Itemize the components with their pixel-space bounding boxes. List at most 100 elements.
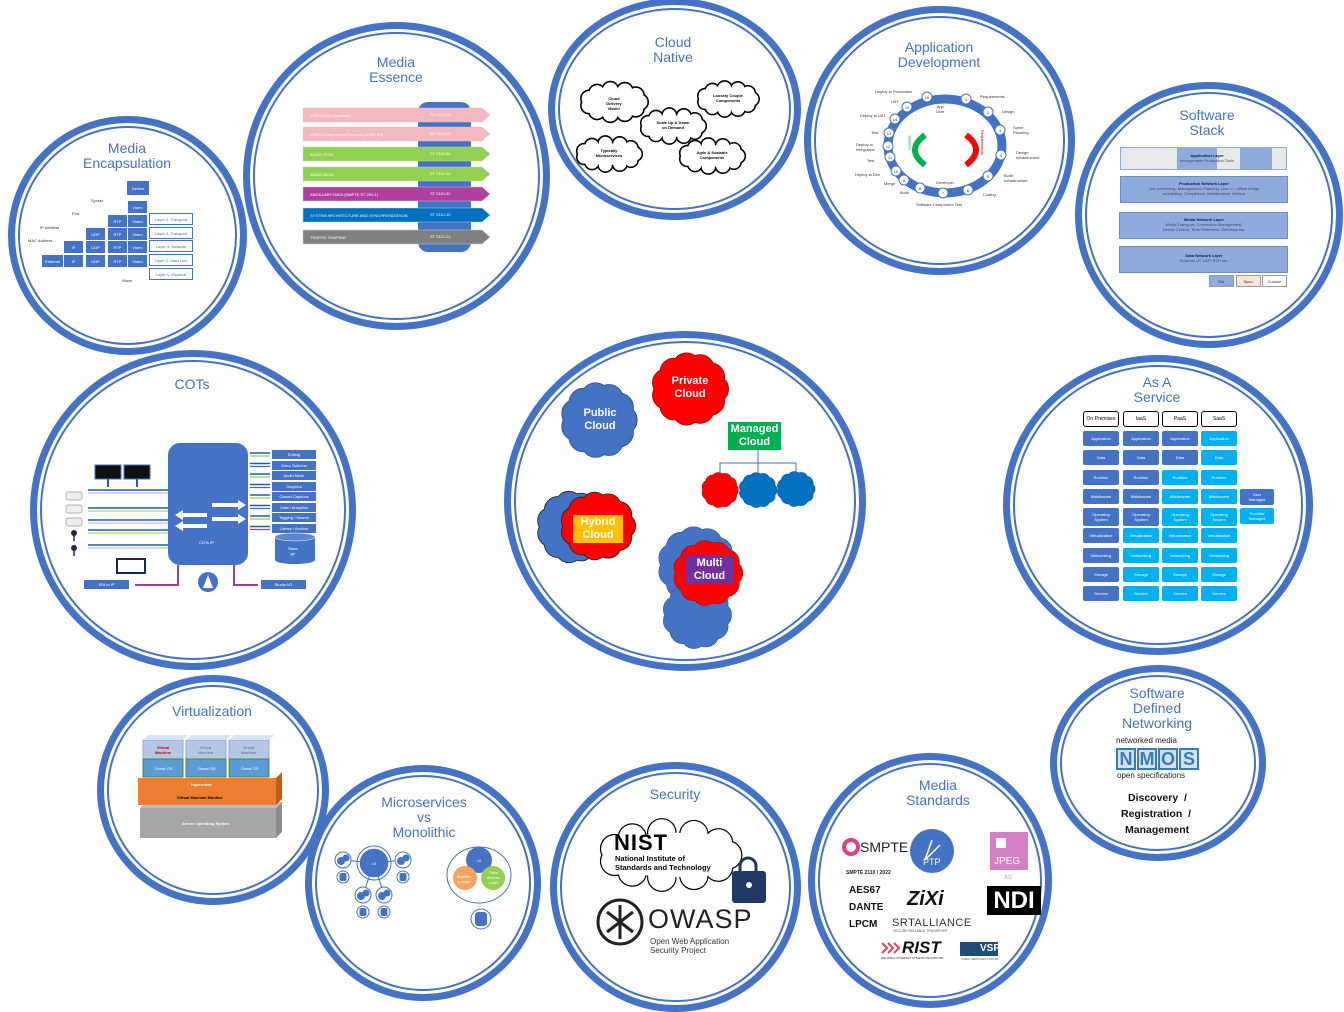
service-layer-cell: Runtime (1162, 470, 1198, 485)
guest-os-label: Guest OS (155, 766, 173, 771)
step-number: 3 (998, 127, 1002, 133)
layer-label: Layer 4, Transport (149, 227, 193, 239)
stack-layer-desc: Job scheduling, Management, Planning, Li… (1148, 186, 1260, 196)
cloud-lobe (624, 141, 638, 155)
data-access-node (481, 866, 505, 890)
cloud-native-cloud (697, 80, 760, 118)
cloud-lobe (716, 159, 730, 173)
service-layer-cell: Networking (1083, 548, 1119, 563)
stack-layer-name: Data Network Layer (1185, 253, 1223, 258)
cloud-lobe (761, 477, 775, 491)
database-icon (339, 873, 347, 881)
step-number-circle (889, 113, 901, 125)
storage-body (275, 537, 315, 560)
service-layer-cell: Middleware (1123, 489, 1159, 504)
cots-function: Audio Mixer (272, 471, 316, 480)
nmos-letter: S (1179, 748, 1199, 770)
ptp-arrows (924, 839, 941, 861)
cloud-lobe (704, 853, 733, 881)
cloud-lobe (680, 821, 708, 849)
cloud-lobe (585, 139, 599, 153)
service-layer-cell: Data (1083, 450, 1119, 465)
hypervisor-layer (138, 778, 276, 805)
service-layer-cell: Virtualization (1123, 528, 1159, 543)
essence-arrow (302, 207, 491, 223)
media-essence-title: Media Essence (369, 54, 423, 85)
cots-function: Editing (272, 450, 316, 459)
step-number-circle (883, 127, 895, 139)
audio-standard: DANTE (849, 902, 884, 913)
nist-logo: NIST (614, 830, 669, 855)
cots-title: COTs (174, 376, 210, 392)
step-number-circle (995, 149, 1007, 161)
protocol-annotation: Syntax (91, 198, 104, 203)
cloud-lobe (649, 111, 663, 125)
service-model-header: On Premises (1083, 411, 1119, 427)
cloud-native-label: Loosely Couple Components (713, 93, 743, 103)
cloud-lobe (688, 125, 702, 139)
essence-label: ANCILLARY DATA (SMPTE ST 291-1) (310, 192, 379, 197)
layer-label: Layer 3, Network (149, 240, 193, 252)
business-logic-node (453, 866, 477, 890)
cloud-lobe (648, 819, 676, 847)
app-layer-cell (1177, 147, 1217, 170)
step-number-circle (960, 93, 972, 105)
audio-standard: AES67 (849, 885, 881, 896)
vm-label: Virtual Machine (241, 745, 257, 755)
app-dev-title: Application Development (897, 39, 981, 70)
step-number-circle (994, 124, 1006, 136)
step-number-circle (914, 182, 926, 194)
cloud-lobe (718, 81, 732, 95)
rtp-box: RTP (108, 241, 127, 253)
udp-box: UDP (86, 241, 105, 253)
video-box: Video (128, 228, 147, 240)
step-number-circle (982, 106, 994, 118)
cloud-lobe (718, 103, 732, 117)
step-number-circle (890, 165, 902, 177)
studio-io-label: Studio I/O (261, 580, 306, 589)
developer-label: Developer (936, 180, 955, 185)
protocol-annotation: Wave (122, 278, 133, 283)
ethernet-box: Ethernet (42, 255, 63, 267)
cloud-native-label: Cloud Delivery Model (606, 96, 622, 111)
rist-logo: RIST (902, 938, 941, 957)
cloud-lobe (688, 113, 702, 127)
service-layer-cell: Virtualization (1201, 528, 1237, 543)
ptp-circle (910, 829, 954, 873)
st2110-label: ST 2110-40 (430, 191, 451, 196)
stack-layer-desc: Interoperable Production Tools (1179, 158, 1235, 163)
service-layer-cell: Networking (1123, 548, 1159, 563)
cloud-lobe (741, 86, 755, 100)
virtualization-title: Virtualization (172, 703, 252, 719)
owasp-logo: OWASP (648, 904, 753, 934)
cots-function: Closed Captions (272, 492, 316, 501)
service-layer-cell: Application (1201, 431, 1237, 446)
server-os-layer (140, 808, 276, 838)
step-label: Build Infrastructure (1004, 173, 1028, 183)
protocol-annotation: Port (72, 211, 80, 216)
software-stack-title: Software Stack (1179, 107, 1235, 138)
cloud-lobe (617, 105, 633, 121)
business-logic-label: Busines s Logic (457, 874, 472, 884)
service-layer-cell: Virtualization (1083, 528, 1119, 543)
nist-cloud (599, 818, 743, 892)
router-glyph (203, 575, 213, 588)
step-label: Sprint Planning (1013, 125, 1029, 135)
nmos-letter: M (1137, 748, 1157, 770)
step-label: Deploy at UAT (860, 113, 886, 118)
monolith-db-icon (475, 912, 487, 926)
cloud-lobe (688, 141, 702, 155)
camera-icon (65, 504, 83, 514)
step-label: Deploy to Dev (855, 172, 881, 177)
cloud-native-cloud (580, 80, 650, 124)
requirements-arrow (964, 132, 979, 168)
video-box: Video (128, 255, 147, 267)
cloud-native-cloud (639, 107, 708, 145)
protocol-annotation: IP Address (40, 225, 60, 230)
managed-public-cloud (777, 471, 816, 507)
ui-node-ring (356, 845, 392, 881)
step-number: 16 (924, 94, 930, 100)
service-layer-cell: Operating System (1201, 508, 1237, 526)
essence-label: AUDIO AES3 (310, 172, 334, 177)
cloud-lobe (696, 363, 725, 391)
